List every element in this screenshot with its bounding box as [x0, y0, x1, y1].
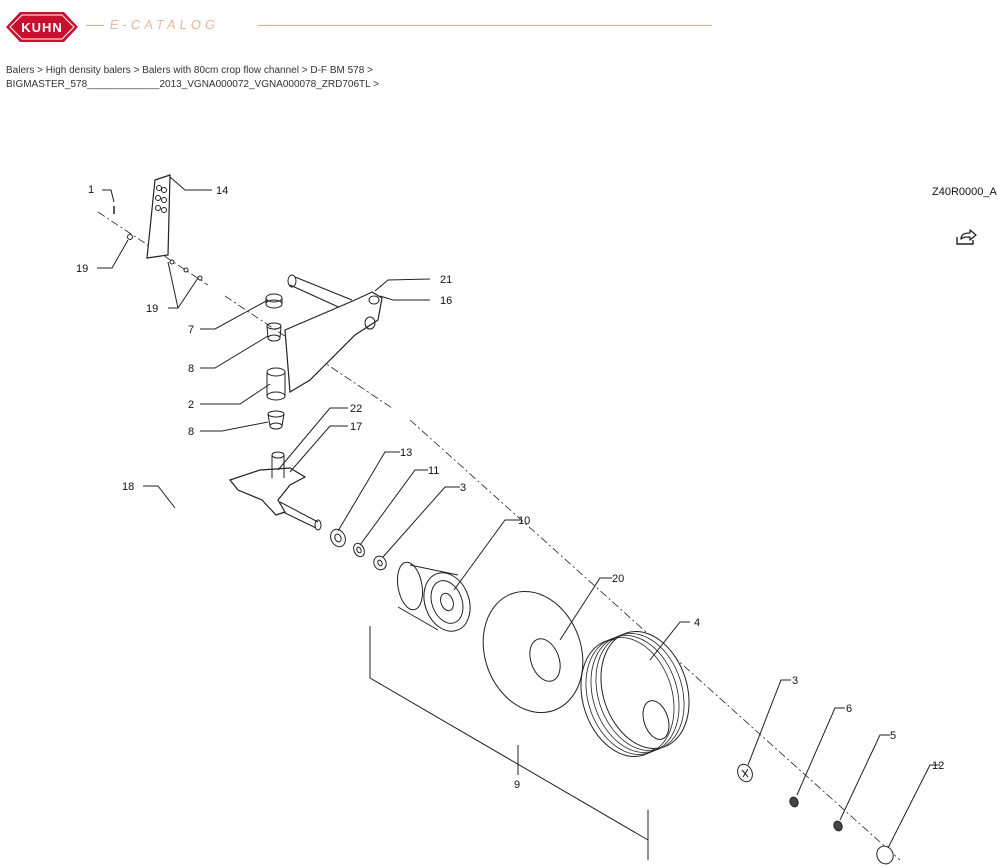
callout-label[interactable]: 12	[932, 760, 944, 772]
part-tube[interactable]	[287, 274, 353, 311]
part-cap-upper[interactable]	[372, 554, 389, 572]
breadcrumb-item[interactable]: Balers with 80cm crop flow channel	[142, 65, 299, 76]
callout-label[interactable]: 13	[400, 447, 412, 459]
callout-label[interactable]: 2	[188, 399, 194, 411]
part-end-cap[interactable]	[874, 843, 896, 866]
breadcrumb-item[interactable]: High density balers	[45, 65, 131, 76]
catalog-header: KUHN E-CATALOG	[0, 0, 1000, 56]
header-divider-left	[86, 25, 104, 26]
part-washer[interactable]	[328, 527, 348, 549]
part-inner-tube[interactable]	[467, 577, 600, 726]
part-nut[interactable]	[352, 542, 367, 559]
breadcrumb-item[interactable]: BIGMASTER_578_____________2013_VGNA00007…	[6, 79, 371, 90]
callout-label[interactable]: 21	[440, 274, 452, 286]
catalog-label: E-CATALOG	[108, 17, 221, 32]
header-divider-right	[258, 25, 712, 26]
breadcrumb-separator: >	[373, 79, 379, 90]
callout-label[interactable]: 16	[440, 295, 452, 307]
callout-label[interactable]: 7	[188, 324, 194, 336]
part-washer-small[interactable]	[788, 796, 799, 808]
breadcrumb-separator: >	[133, 65, 143, 76]
export-icon[interactable]	[955, 228, 979, 246]
callout-label[interactable]: 17	[350, 421, 362, 433]
callout-label[interactable]: 22	[350, 403, 362, 415]
part-nut-small[interactable]	[832, 820, 843, 832]
logo-text: KUHN	[21, 19, 63, 35]
callout-label[interactable]: 6	[846, 703, 852, 715]
part-arm[interactable]	[284, 291, 383, 394]
callout-label[interactable]: 9	[514, 779, 520, 791]
part-plate[interactable]	[146, 174, 171, 259]
callout-label[interactable]: 18	[122, 481, 134, 493]
breadcrumb-separator: >	[301, 65, 311, 76]
callout-label[interactable]: 4	[694, 617, 700, 629]
breadcrumb-item[interactable]: Balers	[6, 65, 35, 76]
callout-labels: 1 14 19 19 21 16 7 8 2 8 22 17 18 13 11 …	[76, 184, 944, 791]
breadcrumb-separator: >	[37, 65, 46, 76]
callout-label[interactable]: 10	[518, 515, 530, 527]
part-tire[interactable]	[567, 620, 704, 768]
part-pin[interactable]	[266, 367, 286, 401]
exploded-parts-diagram: 1 14 19 19 21 16 7 8 2 8 22 17 18 13 11 …	[76, 174, 944, 866]
part-rim[interactable]	[394, 560, 478, 637]
part-fork[interactable]	[228, 451, 322, 531]
callout-label[interactable]: 19	[76, 263, 88, 275]
kuhn-logo[interactable]: KUHN	[6, 10, 78, 44]
callout-label[interactable]: 11	[428, 465, 439, 477]
diagram-reference-code: Z40R0000_A	[932, 186, 997, 198]
logo-shape	[6, 12, 78, 42]
callout-label[interactable]: 3	[792, 675, 798, 687]
breadcrumb-separator: >	[367, 65, 373, 76]
part-bushing-lower[interactable]	[267, 410, 285, 430]
breadcrumb: Balers > High density balers > Balers wi…	[6, 64, 606, 92]
callout-label[interactable]: 8	[188, 426, 194, 438]
callout-label[interactable]: 8	[188, 363, 194, 375]
part-cap-lower[interactable]	[735, 762, 755, 784]
part-ring[interactable]	[265, 293, 283, 309]
callout-label[interactable]: 14	[216, 185, 228, 197]
callout-label[interactable]: 3	[460, 482, 466, 494]
breadcrumb-item[interactable]: D-F BM 578	[310, 65, 365, 76]
callout-label[interactable]: 1	[88, 184, 94, 196]
callout-label[interactable]: 19	[146, 303, 158, 315]
callout-label[interactable]: 5	[890, 730, 896, 742]
callout-label[interactable]: 20	[612, 573, 624, 585]
